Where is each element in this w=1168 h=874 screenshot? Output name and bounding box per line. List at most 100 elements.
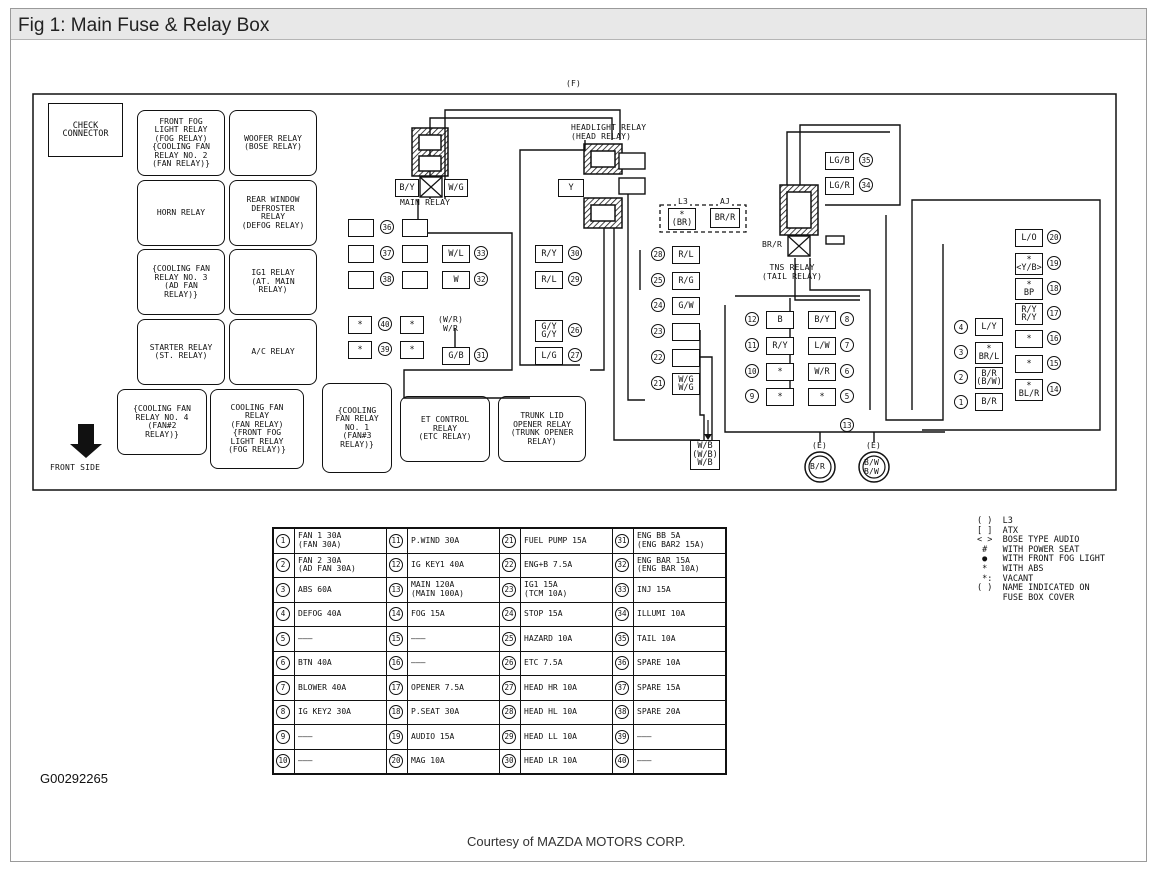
fuse-slot-20-wire: L/O [1015,229,1043,247]
check-connector-box: CHECK CONNECTOR [48,103,123,157]
headlight-relay-label: HEADLIGHT RELAY (HEAD RELAY) [571,123,647,141]
fuse-number: 19 [389,729,403,744]
fuse-rating-label: ——— [633,724,727,750]
fuse-number: 16 [389,656,403,671]
fuse-number-cell: 4 [272,601,295,627]
fuse-number: 25 [502,631,516,646]
fuse-number-cell: 15 [386,626,408,652]
fuse-number: 11 [389,533,403,548]
fuse-slot-4-wire: L/Y [975,318,1003,336]
fuse-number-cell: 10 [272,748,295,775]
fuse-slot-3: 3 [954,345,968,359]
fuse-rating-label: TAIL 10A [633,626,727,652]
fuse-slot-15-wire: * [1015,355,1043,373]
cooling-fan-relay-1-box: {COOLING FAN RELAY NO. 1 (FAN#3 RELAY)} [322,383,392,473]
fuse-slot-7: 7 [840,338,854,352]
fuse-slot-11-wire: R/Y [766,337,794,355]
fuse-number: 27 [502,680,516,695]
fuse-rating-label: ——— [407,650,500,676]
fuse-rating-label: MAG 10A [407,748,500,775]
woofer-relay-box: WOOFER RELAY (BOSE RELAY) [229,110,317,176]
fuse-number: 1 [276,533,290,548]
fuse-number: 18 [389,705,403,720]
fuse-rating-label: DEFOG 40A [294,601,387,627]
fuse-slot-34-wire: LG/R [825,177,854,195]
cooling-fan-relay-3-box: {COOLING FAN RELAY NO. 3 (AD FAN RELAY)} [137,249,225,315]
fuse-number-cell: 12 [386,552,408,578]
fuse-number-cell: 28 [499,699,521,725]
fuse-slot-39: 39 [378,342,392,356]
fuse-slot-38: 38 [380,272,394,286]
fuse-number-cell: 34 [612,601,634,627]
fuse-rating-label: ——— [633,748,727,775]
aj-label: AJ [718,197,733,207]
fuse-number: 32 [615,558,629,573]
fuse-slot-23-wire [672,323,700,341]
fuse-slot-22-wire [672,349,700,367]
top-marker-label: (F) [566,79,582,88]
fuse-slot-40-star: * [400,316,424,334]
fuse-number: 40 [615,754,629,769]
fuse-number-cell: 1 [272,527,295,554]
fuse-number-cell: 36 [612,650,634,676]
ground-e-left-tag: (E) [812,441,828,451]
fuse-rating-label: IG1 15A (TCM 10A) [520,577,613,603]
fuse-rating-label: ABS 60A [294,577,387,603]
fuse-slot-31-wire: G/B [442,347,470,365]
fuse-number-cell: 2 [272,552,295,578]
front-fog-relay-box: FRONT FOG LIGHT RELAY (FOG RELAY) {COOLI… [137,110,225,176]
front-side-label: FRONT SIDE [50,463,101,472]
fuse-rating-label: BLOWER 40A [294,675,387,701]
fuse-number-cell: 11 [386,527,408,554]
fuse-number-cell: 8 [272,699,295,725]
fuse-slot-36-tail [402,219,428,237]
fuse-slot-37: 37 [380,246,394,260]
l3-label: L3 [676,197,691,207]
fuse-rating-label: ——— [294,626,387,652]
fuse-rating-label: INJ 15A [633,577,727,603]
fuse-slot-2-wire: B/R (B/W) [975,367,1003,389]
fuse-rating-label: HEAD HR 10A [520,675,613,701]
fuse-number-cell: 19 [386,724,408,750]
fuse-number: 36 [615,656,629,671]
fuse-slot-9: 9 [745,389,759,403]
fuse-rating-label: ENG BB 5A (ENG BAR2 15A) [633,527,727,554]
fuse-number-cell: 16 [386,650,408,676]
fuse-number-cell: 29 [499,724,521,750]
fuse-rating-label: ——— [407,626,500,652]
fuse-number: 33 [615,582,629,597]
fuse-slot-38-body [348,271,374,289]
fuse-slot-25-wire: R/G [672,272,700,290]
fuse-slot-6: 6 [840,364,854,378]
fuse-slot-17-wire: R/Y R/Y [1015,303,1043,325]
fuse-number-cell: 13 [386,577,408,603]
fuse-slot-1: 1 [954,395,968,409]
fuse-number: 39 [615,729,629,744]
fuse-number: 30 [502,754,516,769]
fuse-slot-21: 21 [651,376,665,390]
ground-e-right-tag: (E) [866,441,882,451]
fuse-rating-label: AUDIO 15A [407,724,500,750]
fuse-number-cell: 33 [612,577,634,603]
fuse-rating-label: FUEL PUMP 15A [520,527,613,554]
fuse-number: 12 [389,558,403,573]
fuse-number: 6 [276,656,290,671]
fuse-number-cell: 9 [272,724,295,750]
fuse-slot-39-star: * [400,341,424,359]
starter-relay-box: STARTER RELAY (ST. RELAY) [137,319,225,385]
fuse-number: 29 [502,729,516,744]
main-relay-wire-right: W/G [444,179,468,197]
fuse-number: 31 [615,533,629,548]
fuse-slot-8-wire: B/Y [808,311,836,329]
fuse-slot-38-tail [402,271,428,289]
et-control-relay-box: ET CONTROL RELAY (ETC RELAY) [400,396,490,462]
fuse-slot-37-body [348,245,374,263]
fuse-number-cell: 5 [272,626,295,652]
fuse-number: 4 [276,607,290,622]
fuse-rating-label: P.WIND 30A [407,527,500,554]
fuse-slot-32-wire: W [442,271,470,289]
fuse-slot-24: 24 [651,298,665,312]
